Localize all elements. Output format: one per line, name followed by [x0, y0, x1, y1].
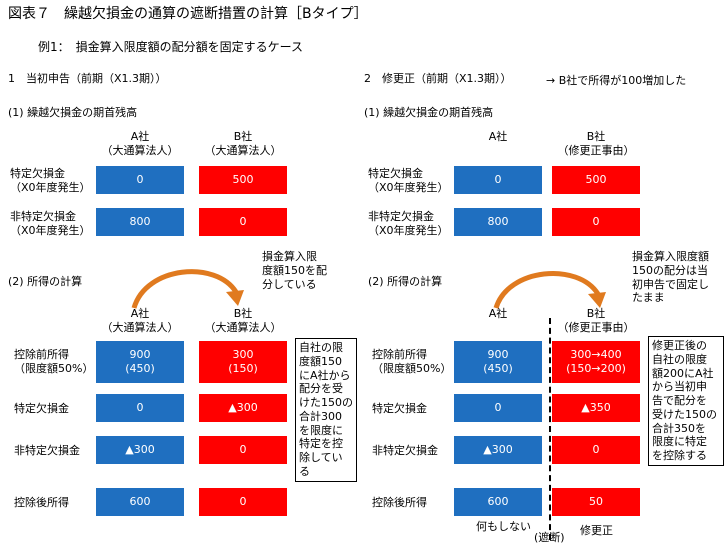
right-row1-label: 特定欠損金（X0年度発生） [368, 167, 449, 194]
right-sec2-title: (2) 所得の計算 [368, 275, 443, 288]
left-row5-label: 非特定欠損金 [14, 444, 80, 457]
left-r1a-box: 0 [96, 166, 184, 194]
right-r1a-box: 0 [454, 166, 542, 194]
right-r5a-box: ▲300 [454, 436, 542, 464]
right-r6a-box: 600 [454, 488, 542, 516]
right-row5-label: 非特定欠損金 [372, 444, 438, 457]
right-row3-label: 控除前所得（限度額50%） [372, 348, 452, 375]
left-r2b-box: 0 [199, 208, 287, 236]
right-row2-label: 非特定欠損金（X0年度発生） [368, 210, 449, 237]
right-col-b2-header: B社（修更正事由） [557, 307, 635, 334]
left-col-b-header: B社（大通算法人） [204, 130, 282, 157]
right-transfer-arrow [493, 271, 606, 309]
left-row2-label: 非特定欠損金（X0年度発生） [10, 210, 91, 237]
right-bottom-mid: (遮断) [534, 531, 565, 544]
right-row4-label: 特定欠損金 [372, 402, 427, 415]
left-transfer-arrow [131, 269, 244, 309]
left-r2a-box: 800 [96, 208, 184, 236]
right-note-box: 修更正後の自社の限度額200にA社 から当初申告で配分を受けた150の 合計35… [648, 336, 724, 466]
left-col-b2-header: B社（大通算法人） [204, 307, 282, 334]
left-r5a-box: ▲300 [96, 436, 184, 464]
right-r2b-box: 0 [552, 208, 640, 236]
right-col-a2-header: A社 [488, 307, 508, 320]
page-title: 図表７ 繰越欠損金の通算の遮断措置の計算［Bタイプ］ [8, 6, 368, 22]
left-r4a-box: 0 [96, 394, 184, 422]
right-r4a-box: 0 [454, 394, 542, 422]
right-header: 2 修更正（前期（X1.3期）） [364, 72, 512, 85]
right-row6-label: 控除後所得 [372, 496, 427, 509]
cutoff-dashed-line [549, 318, 551, 540]
left-col-a-header: A社（大通算法人） [101, 130, 179, 157]
left-sec1-title: (1) 繰越欠損金の期首残高 [8, 106, 138, 119]
left-arrow-note: 損金算入限度額150を配分している [262, 250, 327, 291]
left-r6a-box: 600 [96, 488, 184, 516]
right-r2a-box: 800 [454, 208, 542, 236]
right-r5b-box: 0 [552, 436, 640, 464]
left-r3b-box: 300(150) [199, 341, 287, 383]
right-header-note: → B社で所得が100増加した [546, 74, 687, 87]
right-sec1-title: (1) 繰越欠損金の期首残高 [364, 106, 494, 119]
right-r3b-box: 300→400(150→200) [552, 341, 640, 383]
left-sec2-title: (2) 所得の計算 [8, 275, 83, 288]
left-header: 1 当初申告（前期（X1.3期）） [8, 72, 167, 85]
left-r5b-box: 0 [199, 436, 287, 464]
left-row4-label: 特定欠損金 [14, 402, 69, 415]
right-bottom-b: 修更正 [580, 524, 613, 537]
right-r6b-box: 50 [552, 488, 640, 516]
case-subtitle: 例1： 損金算入限度額の配分額を固定するケース [38, 40, 304, 54]
left-r1b-box: 500 [199, 166, 287, 194]
left-row6-label: 控除後所得 [14, 496, 69, 509]
left-row3-label: 控除前所得（限度額50%） [14, 348, 94, 375]
right-r1b-box: 500 [552, 166, 640, 194]
left-r4b-box: ▲300 [199, 394, 287, 422]
right-bottom-a: 何もしない [476, 520, 531, 533]
right-r4b-box: ▲350 [552, 394, 640, 422]
right-col-b-header: B社（修更正事由） [557, 130, 635, 157]
left-r6b-box: 0 [199, 488, 287, 516]
right-r3a-box: 900(450) [454, 341, 542, 383]
right-col-a-header: A社 [488, 130, 508, 143]
left-col-a2-header: A社（大通算法人） [101, 307, 179, 334]
left-row1-label: 特定欠損金（X0年度発生） [10, 167, 91, 194]
left-r3a-box: 900(450) [96, 341, 184, 383]
